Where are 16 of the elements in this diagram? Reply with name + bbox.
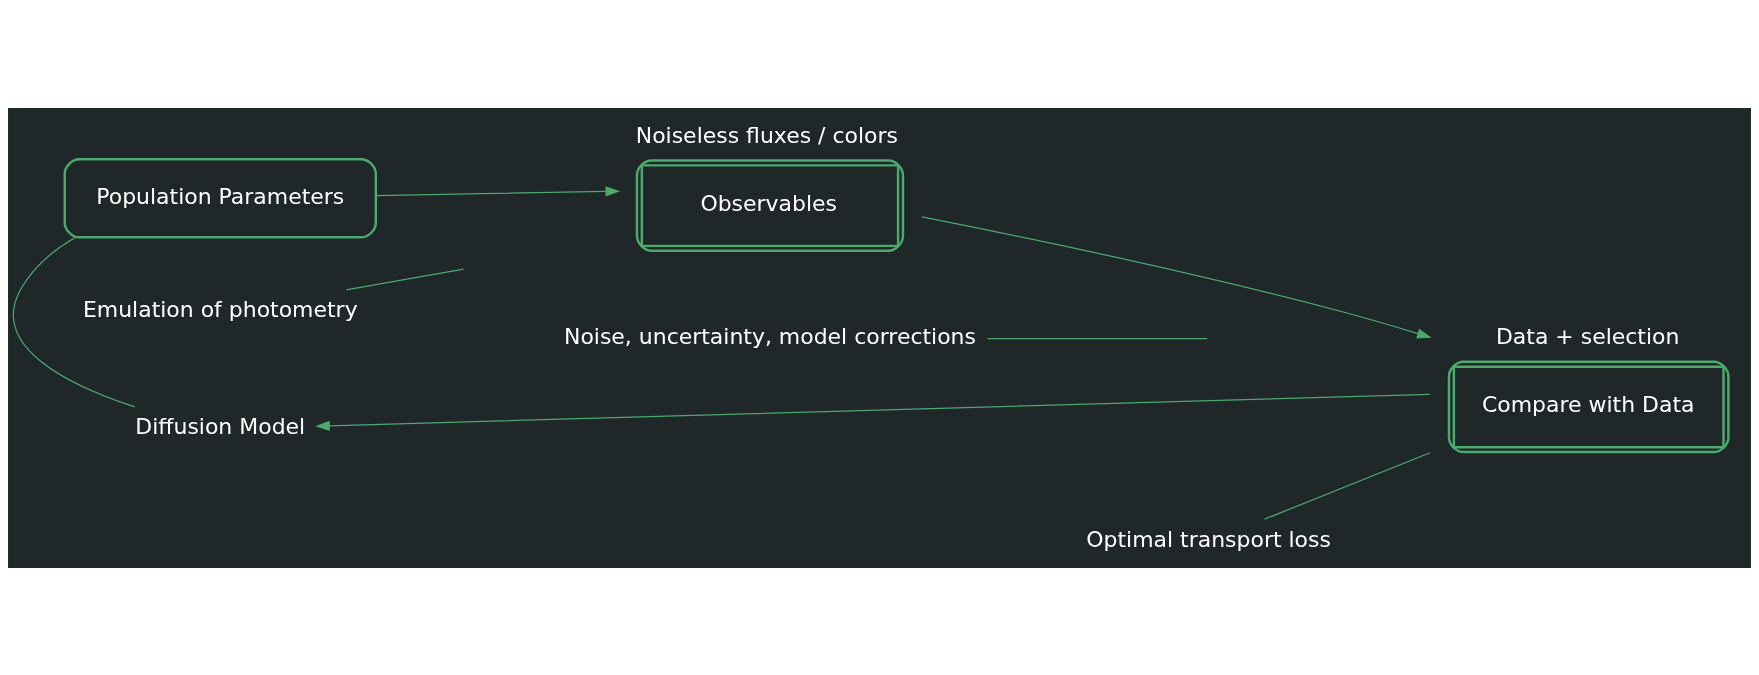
connector: [12, 236, 136, 407]
node-label: Data + selection: [1495, 323, 1680, 349]
arrow: [375, 185, 621, 197]
arrow: [921, 215, 1432, 338]
connector: [986, 337, 1208, 339]
arrow: [315, 393, 1431, 431]
node-text: Noise, uncertainty, model corrections: [563, 323, 976, 349]
node-text: Diffusion Model: [135, 413, 306, 439]
node-text: Optimal transport loss: [1086, 526, 1331, 552]
node-box: Population Parameters: [63, 157, 378, 239]
node-label: Noiseless fluxes / colors: [635, 122, 898, 148]
node-box: Observables: [635, 158, 905, 252]
node-text: Emulation of photometry: [82, 296, 358, 322]
connector: [345, 267, 465, 290]
node-box: Compare with Data: [1447, 360, 1730, 453]
connector: [1264, 451, 1431, 520]
